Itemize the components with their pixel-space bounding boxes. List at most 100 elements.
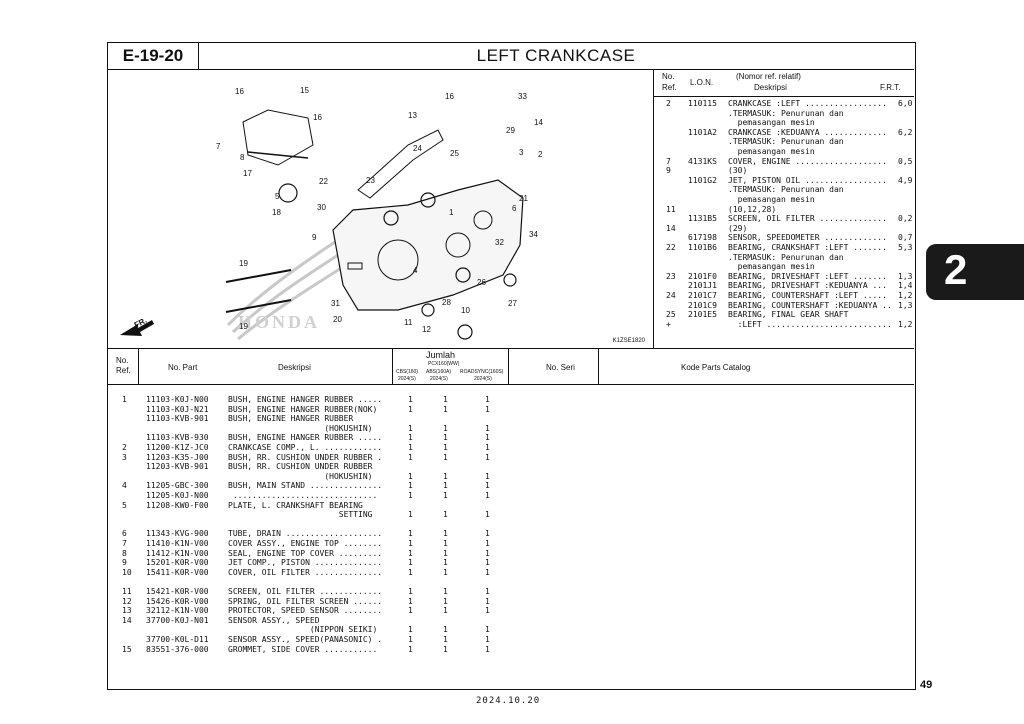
frt-row: .TERMASUK: Penurunan dan: [654, 184, 914, 195]
parts-desc: CRANKCASE COMP., L. ............: [228, 443, 383, 452]
parts-desc: SCREEN, OIL FILTER .............: [228, 587, 383, 596]
parts-q1: 1: [408, 443, 413, 452]
parts-part: 37700-K0L-D11: [146, 635, 209, 644]
crankcase-drawing: HONDA FR.: [120, 86, 543, 341]
frt-row: pemasangan mesin: [654, 261, 914, 272]
parts-part: 11410-K1N-V00: [146, 539, 209, 548]
parts-q3: 1: [485, 443, 490, 452]
frt-ref: 14: [666, 223, 676, 233]
parts-desc: SEAL, ENGINE TOP COVER .........: [228, 548, 383, 558]
parts-q3: 1: [485, 558, 490, 568]
parts-q2: 1: [443, 548, 448, 558]
header-divider: [138, 349, 139, 384]
callout: 7: [216, 142, 221, 151]
frt-head-desc-top: (Nomor ref. relatif): [736, 72, 801, 81]
parts-q2: 1: [443, 510, 448, 520]
parts-part: 83551-376-000: [146, 644, 209, 654]
parts-desc: ..............................: [228, 491, 378, 500]
frt-desc: BEARING, FINAL GEAR SHAFT: [728, 310, 849, 320]
parts-q3: 1: [485, 587, 490, 596]
parts-q2: 1: [443, 433, 448, 443]
parts-part: 11103-K0J-N00: [146, 395, 209, 404]
callout: 17: [243, 169, 252, 178]
section-code: E-19-20: [108, 43, 199, 69]
frt-desc: BEARING, DRIVESHAFT :KEDUANYA ...: [728, 281, 887, 291]
parts-q2: 1: [443, 452, 448, 462]
parts-desc: BUSH, RR. CUSHION UNDER RUBBER .: [228, 452, 383, 462]
parts-ref: 15: [122, 644, 132, 654]
parts-q3: 1: [485, 635, 490, 644]
frt-desc: (10,12,28): [728, 204, 777, 214]
parts-q3: 1: [485, 596, 490, 606]
frt-desc: COVER, ENGINE ...................: [728, 156, 887, 166]
parts-q1: 1: [408, 625, 413, 635]
frt-desc: pemasangan mesin: [728, 118, 815, 128]
parts-ref: 13: [122, 606, 132, 616]
page-title: LEFT CRANKCASE: [476, 46, 636, 65]
frt-ref: 22: [666, 243, 676, 252]
parts-q2: 1: [443, 481, 448, 491]
parts-ref: 6: [122, 529, 127, 539]
frt-ref: +: [666, 319, 671, 329]
section-tab: 2: [926, 244, 1024, 300]
callout: 5: [275, 192, 280, 201]
frt-ref: 24: [666, 291, 676, 300]
frt-head-frt: F.R.T.: [880, 83, 901, 92]
section-tab-number: 2: [944, 246, 968, 293]
parts-part: 11200-K1Z-JC0: [146, 443, 209, 452]
frt-lon: 2101F0: [688, 271, 717, 281]
frt-desc: CRANKCASE :KEDUANYA .............: [728, 127, 887, 137]
table-row: 11205-K0J-N00 ..........................…: [108, 491, 914, 501]
parts-head-ref: Ref.: [116, 366, 131, 375]
frt-desc: pemasangan mesin: [728, 147, 815, 156]
parts-desc: GROMMET, SIDE COVER ...........: [228, 644, 378, 654]
parts-head-col1b: 2024(S): [398, 376, 416, 382]
bush-part: [347, 262, 363, 270]
protector-part: [357, 129, 444, 199]
page-number: 49: [920, 679, 933, 691]
callout: 30: [317, 203, 326, 212]
parts-head-catalog: Kode Parts Catalog: [681, 363, 751, 372]
frt-desc: pemasangan mesin: [728, 262, 815, 272]
callout: 18: [272, 208, 281, 217]
parts-part: 11205-GBC-300: [146, 481, 209, 491]
parts-desc: BUSH, RR. CUSHION UNDER RUBBER: [228, 462, 373, 472]
frt-lon: 1101A2: [688, 127, 717, 137]
frt-desc: SENSOR, SPEEDOMETER .............: [728, 233, 887, 243]
callout: 1: [449, 208, 454, 217]
parts-part: 11205-K0J-N00: [146, 491, 209, 500]
parts-q1: 1: [408, 471, 413, 481]
parts-ref: 14: [122, 615, 132, 625]
parts-ref: 12: [122, 596, 132, 606]
parts-head-model: PCX160(WW): [428, 361, 460, 367]
parts-ref: 5: [122, 500, 127, 510]
frt-desc: (30): [728, 166, 748, 176]
parts-desc: COVER, OIL FILTER ..............: [228, 567, 383, 577]
parts-part: 11412-K1N-V00: [146, 548, 209, 558]
callout: 19: [239, 322, 248, 331]
frt-val: 1,3: [898, 300, 913, 310]
parts-head-jumlah: Jumlah: [426, 350, 456, 360]
parts-q1: 1: [408, 404, 413, 414]
parts-q1: 1: [408, 548, 413, 558]
parts-desc: JET COMP., PISTON ..............: [228, 558, 383, 568]
parts-part: 15201-K0R-V00: [146, 558, 209, 568]
callout: 11: [404, 318, 413, 327]
parts-q3: 1: [485, 567, 490, 577]
callout: 26: [477, 278, 486, 287]
parts-q3: 1: [485, 625, 490, 635]
parts-ref: 9: [122, 558, 127, 568]
callout: 23: [366, 176, 375, 185]
frt-val: 4,9: [898, 175, 913, 185]
parts-q2: 1: [443, 587, 448, 596]
frt-lon: 2101E5: [688, 310, 717, 320]
frt-lon: 617198: [688, 233, 717, 243]
